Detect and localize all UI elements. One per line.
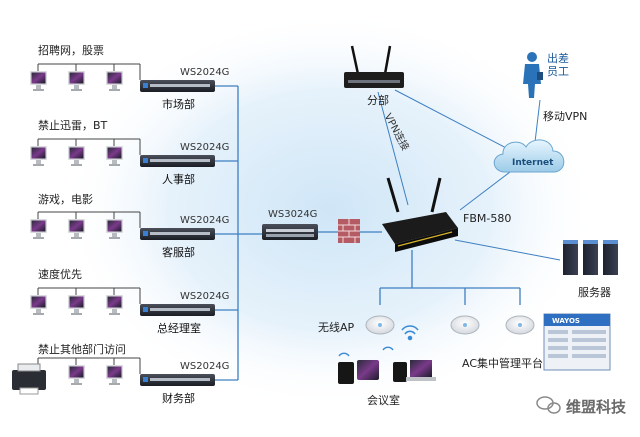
traveler-label: 出差员工 bbox=[547, 52, 569, 78]
department-groups bbox=[12, 63, 215, 395]
servers-label: 服务器 bbox=[578, 286, 611, 299]
servers-icon bbox=[563, 240, 618, 275]
branch-label: 分部 bbox=[367, 94, 389, 107]
access-switch-label: WS2024G bbox=[180, 67, 230, 78]
wireless-ap-label: 无线AP bbox=[318, 321, 355, 334]
access-switch-label: WS2024G bbox=[180, 361, 230, 372]
monitor-icon bbox=[30, 219, 47, 239]
monitor-icon bbox=[30, 295, 47, 315]
monitor-icon bbox=[30, 71, 47, 91]
ac-window-title: WAYOS bbox=[552, 317, 580, 325]
core-switch-label: WS3024G bbox=[268, 209, 318, 220]
department-label: 总经理室 bbox=[157, 322, 201, 335]
monitor-icon bbox=[68, 365, 85, 385]
monitor-icon bbox=[68, 219, 85, 239]
ac-management-window bbox=[543, 313, 611, 371]
department-label: 人事部 bbox=[162, 173, 195, 186]
department-group-3 bbox=[30, 287, 215, 316]
firewall-icon bbox=[338, 219, 360, 243]
internet-label: Internet bbox=[512, 158, 554, 168]
department-label: 客服部 bbox=[162, 246, 195, 259]
ac-platform-label: AC集中管理平台 bbox=[462, 357, 544, 370]
monitor-icon bbox=[30, 146, 47, 166]
access-switch-label: WS2024G bbox=[180, 291, 230, 302]
internet-cloud-icon bbox=[493, 139, 565, 173]
department-group-4 bbox=[12, 357, 215, 395]
department-group-0 bbox=[30, 63, 215, 92]
monitor-icon bbox=[106, 146, 123, 166]
monitor-icon bbox=[68, 146, 85, 166]
access-switch-icon bbox=[140, 374, 215, 386]
group-policy-label: 禁止其他部门访问 bbox=[38, 343, 126, 356]
monitor-icon bbox=[106, 365, 123, 385]
wechat-icon bbox=[536, 396, 561, 414]
access-switch-icon bbox=[140, 155, 215, 167]
gateway-router-icon bbox=[382, 177, 458, 252]
group-policy-label: 招聘网，股票 bbox=[38, 44, 104, 57]
meeting-room-label: 会议室 bbox=[367, 394, 400, 407]
group-policy-label: 速度优先 bbox=[38, 268, 82, 281]
background-glow bbox=[60, 10, 600, 410]
monitor-icon bbox=[106, 295, 123, 315]
monitor-icon bbox=[68, 295, 85, 315]
monitor-icon bbox=[106, 219, 123, 239]
department-label: 市场部 bbox=[162, 98, 195, 111]
monitor-icon bbox=[68, 71, 85, 91]
department-group-2 bbox=[30, 211, 215, 240]
access-switch-icon bbox=[140, 304, 215, 316]
department-group-1 bbox=[30, 138, 215, 167]
access-switch-icon bbox=[140, 80, 215, 92]
meeting-room-devices bbox=[338, 346, 436, 384]
access-switch-label: WS2024G bbox=[180, 215, 230, 226]
core-switch bbox=[262, 224, 318, 240]
group-policy-label: 禁止迅雷，BT bbox=[38, 119, 108, 132]
branch-router-icon bbox=[344, 45, 404, 88]
access-switch-icon bbox=[140, 228, 215, 240]
gateway-label: FBM-580 bbox=[463, 212, 512, 225]
mobile-vpn-label: 移动VPN bbox=[543, 110, 588, 123]
traveler-person-icon bbox=[523, 52, 543, 98]
connection-lines bbox=[215, 85, 561, 381]
access-switch-label: WS2024G bbox=[180, 142, 230, 153]
printer-icon bbox=[12, 363, 46, 395]
watermark: 维盟科技 bbox=[566, 398, 627, 416]
wireless-ap-icons bbox=[365, 315, 535, 335]
monitor-icon bbox=[106, 71, 123, 91]
group-policy-label: 游戏，电影 bbox=[38, 193, 93, 206]
wifi-signal-icon bbox=[401, 325, 419, 341]
department-label: 财务部 bbox=[162, 392, 195, 405]
